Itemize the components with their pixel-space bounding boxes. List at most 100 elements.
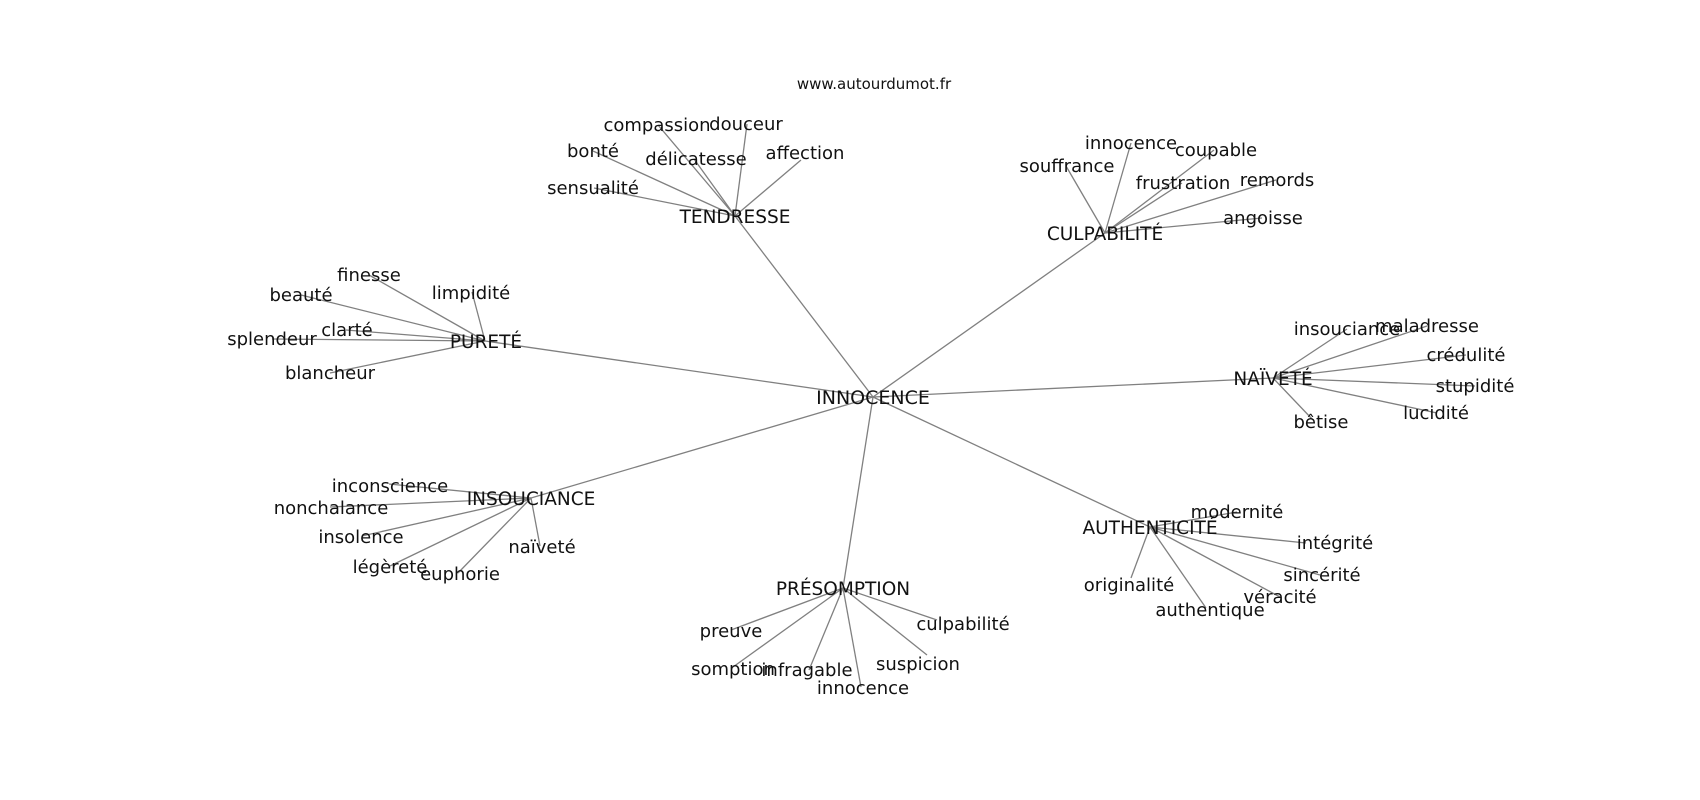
edge-center-to-hub	[872, 232, 1106, 398]
edge-hub-to-leaf	[593, 187, 736, 217]
leaf-node-label: infragable	[761, 660, 852, 681]
hub-node-label: PRÉSOMPTION	[776, 578, 910, 600]
leaf-node-label: inconscience	[332, 476, 448, 497]
leaf-node-label: modernité	[1191, 502, 1284, 523]
edge-center-to-hub	[734, 215, 874, 398]
edge-hub-to-leaf	[1065, 165, 1106, 234]
hub-node-label: INSOUCIANCE	[467, 489, 596, 510]
leaf-node-label: finesse	[337, 265, 401, 286]
leaf-node-label: délicatesse	[645, 149, 746, 170]
edge-hub-to-leaf	[1149, 526, 1307, 544]
leaf-node-label: culpabilité	[916, 614, 1009, 635]
edge-hub-to-leaf	[1272, 354, 1467, 379]
leaf-node-label: innocence	[817, 678, 909, 699]
leaf-node-label: affection	[766, 143, 845, 164]
edge-hub-to-leaf	[1104, 142, 1132, 234]
edge-center-to-hub	[872, 396, 1151, 528]
edge-hub-to-leaf	[300, 294, 486, 342]
edge-hub-to-leaf	[368, 274, 486, 342]
edge-center-to-hub	[872, 377, 1274, 398]
hub-node-label: NAÏVETÉ	[1233, 368, 1312, 390]
leaf-node-label: remords	[1240, 170, 1315, 191]
leaf-node-label: beauté	[269, 285, 332, 306]
leaf-node-label: insouciance	[1294, 319, 1401, 340]
edge-hub-to-leaf	[361, 497, 532, 537]
edge-hub-to-leaf	[1149, 526, 1281, 598]
edge-hub-to-leaf	[1272, 328, 1348, 379]
edge-hub-to-leaf	[530, 497, 541, 547]
leaf-node-label: clarté	[321, 320, 372, 341]
edge-center-to-hub	[484, 340, 874, 398]
edge-hub-to-leaf	[693, 158, 736, 217]
edge-hub-to-leaf	[592, 150, 736, 217]
leaf-node-label: sincérité	[1283, 565, 1360, 586]
leaf-node-label: angoisse	[1223, 208, 1303, 229]
edge-hub-to-leaf	[730, 587, 844, 631]
edge-hub-to-leaf	[1130, 526, 1151, 579]
hub-node-label: PURETÉ	[450, 331, 522, 353]
leaf-node-label: suspicion	[876, 654, 960, 675]
edge-hub-to-leaf	[842, 587, 928, 656]
leaf-node-label: coupable	[1175, 140, 1257, 161]
edge-hub-to-leaf	[1149, 526, 1321, 576]
leaf-node-label: euphorie	[420, 564, 500, 585]
leaf-node-label: nonchalance	[274, 498, 389, 519]
edge-hub-to-leaf	[657, 124, 736, 217]
edge-hub-to-leaf	[732, 587, 844, 668]
labels: www.autourdumot.fr INNOCENCETENDRESSEcom…	[227, 75, 1514, 699]
leaf-node-label: authentique	[1155, 600, 1264, 621]
leaf-node-label: maladresse	[1375, 316, 1479, 337]
edge-center-to-hub	[530, 396, 874, 499]
leaf-node-label: splendeur	[227, 329, 317, 350]
edge-hub-to-leaf	[1104, 182, 1183, 234]
leaf-node-label: lucidité	[1403, 403, 1469, 424]
edge-hub-to-leaf	[734, 159, 802, 217]
hub-node-label: AUTHENTICITÉ	[1082, 517, 1217, 539]
edge-hub-to-leaf	[1149, 511, 1238, 528]
edge-hub-to-leaf	[1104, 179, 1277, 234]
leaf-node-label: preuve	[700, 621, 763, 642]
edges	[271, 123, 1476, 688]
leaf-node-label: crédulité	[1427, 345, 1506, 366]
edge-hub-to-leaf	[1104, 217, 1263, 234]
edge-hub-to-leaf	[271, 338, 486, 342]
source-label: www.autourdumot.fr	[797, 75, 952, 93]
leaf-node-label: naïveté	[508, 537, 575, 558]
leaf-node-label: intégrité	[1297, 533, 1374, 554]
leaf-node-label: insolence	[318, 527, 403, 548]
edge-hub-to-leaf	[1272, 325, 1428, 379]
edge-hub-to-leaf	[842, 587, 862, 688]
leaf-node-label: originalité	[1084, 575, 1174, 596]
edge-hub-to-leaf	[1272, 377, 1476, 387]
leaf-node-label: sensualité	[547, 178, 639, 199]
leaf-node-label: somption	[691, 659, 775, 680]
leaf-node-label: véracité	[1243, 587, 1316, 608]
edge-hub-to-leaf	[808, 587, 844, 671]
leaf-node-label: stupidité	[1436, 376, 1515, 397]
edge-hub-to-leaf	[1104, 149, 1215, 234]
leaf-node-label: douceur	[709, 114, 783, 135]
edge-hub-to-leaf	[842, 587, 938, 621]
edge-center-to-hub	[842, 396, 874, 589]
leaf-node-label: innocence	[1085, 133, 1177, 154]
leaf-node-label: compassion	[603, 115, 710, 136]
edge-hub-to-leaf	[471, 291, 486, 342]
leaf-node-label: légèreté	[353, 557, 428, 578]
edge-hub-to-leaf	[457, 497, 532, 574]
leaf-node-label: bêtise	[1293, 412, 1348, 433]
edge-hub-to-leaf	[389, 497, 532, 567]
edge-hub-to-leaf	[734, 123, 748, 217]
leaf-node-label: bonté	[567, 141, 619, 162]
edge-hub-to-leaf	[388, 483, 532, 499]
edge-hub-to-leaf	[1272, 377, 1314, 421]
edge-hub-to-leaf	[1272, 377, 1438, 414]
edge-hub-to-leaf	[329, 497, 532, 508]
edge-hub-to-leaf	[345, 329, 486, 342]
leaf-node-label: frustration	[1136, 173, 1231, 194]
edge-hub-to-leaf	[329, 340, 486, 374]
edge-hub-to-leaf	[1149, 526, 1207, 609]
center-node-label: INNOCENCE	[816, 387, 930, 409]
leaf-node-label: souffrance	[1019, 156, 1114, 177]
